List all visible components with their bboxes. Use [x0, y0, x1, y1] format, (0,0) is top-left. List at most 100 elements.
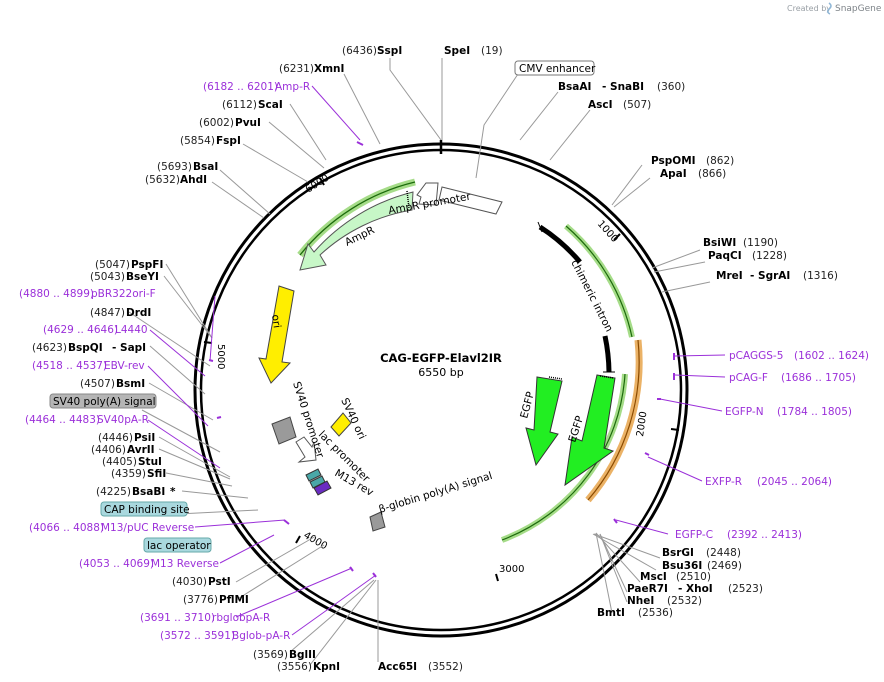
psti-site[interactable]: PstI [208, 576, 231, 588]
lac-promoter-arrow[interactable] [295, 436, 317, 463]
plasmid-name: CAG-EGFP-Elavl2IR [380, 351, 502, 365]
pbr322-primer[interactable]: pBR322ori-F [91, 288, 156, 300]
msci-position: (2510) [676, 571, 711, 583]
psii-site[interactable]: PsiI [134, 432, 155, 444]
cap-binding-site-box[interactable] [305, 468, 322, 482]
egfpc-primer[interactable]: EGFP-C [675, 529, 713, 541]
ebvrev-primer[interactable]: EBV-rev [104, 360, 145, 372]
pbr322-position: (4880 .. 4899) [19, 288, 94, 300]
psii-position: (4446) [98, 432, 133, 444]
bmti-site[interactable]: BmtI [597, 607, 625, 619]
bglii-site[interactable]: BglII [289, 649, 316, 661]
xmni-site[interactable]: XmnI [314, 63, 344, 75]
drdi-site[interactable]: DrdI [126, 307, 151, 319]
egfpc-position: (2392 .. 2413) [727, 529, 802, 541]
paer7i-site[interactable]: PaeR7I [627, 583, 668, 595]
svg-text:5000: 5000 [215, 344, 226, 369]
bsu36i-site[interactable]: Bsu36I [662, 560, 702, 572]
spei-position: (19) [481, 45, 503, 57]
kpni-site[interactable]: KpnI [313, 661, 340, 673]
apai-site[interactable]: ApaI [660, 168, 687, 180]
chimeric-intron-bar-2 [602, 335, 612, 373]
scai-site[interactable]: ScaI [258, 99, 283, 111]
pspfi-site[interactable]: PspFI [131, 259, 163, 271]
sv40par-position: (4464 .. 4483) [25, 414, 100, 426]
connector-lines [128, 58, 711, 666]
m13-rev-box[interactable] [313, 480, 332, 496]
cmv-enhancer-box[interactable] [514, 60, 595, 76]
avrii-site[interactable]: AvrII [127, 444, 155, 456]
asci-site[interactable]: AscI [588, 99, 613, 111]
egfp-arrow-small[interactable] [525, 376, 563, 467]
pspfi-position: (5047) [95, 259, 130, 271]
bsai-site[interactable]: BsaI [193, 161, 218, 173]
sv40par-primer[interactable]: SV40pA-R [97, 414, 149, 426]
m13puc-position: (4066 .. 4088) [29, 522, 104, 534]
spei-site[interactable]: SpeI [444, 45, 470, 57]
exfpr-primer[interactable]: EXFP-R [705, 476, 742, 488]
created-by-label: Created by [787, 4, 831, 13]
cmv-enhancer-feature[interactable] [438, 186, 503, 215]
snabi-site[interactable]: - SnaBI [602, 81, 644, 93]
xhoi-site[interactable]: - XhoI [678, 583, 713, 595]
xmni-position: (6231) [279, 63, 314, 75]
mrei-site[interactable]: MreI [716, 270, 743, 282]
nhei-position: (2532) [667, 595, 702, 607]
sv40-ori-box[interactable] [330, 412, 352, 437]
avrii-position: (4406) [91, 444, 126, 456]
ampr-primer[interactable]: Amp-R [275, 81, 310, 93]
beta-globin-polya-box[interactable] [369, 511, 386, 532]
m13rev-position: (4053 .. 4069) [79, 558, 154, 570]
acc65i-site[interactable]: Acc65I [378, 661, 417, 673]
tick-1000: 1000 [595, 219, 621, 245]
bsmi-site[interactable]: BsmI [116, 378, 145, 390]
l4440-primer[interactable]: L4440 [115, 324, 148, 336]
bsrgi-site[interactable]: BsrGI [662, 547, 694, 559]
sspi-site[interactable]: SspI [377, 45, 402, 57]
bsaai-site[interactable]: BsaAI [558, 81, 591, 93]
egfpn-primer[interactable]: EGFP-N [725, 406, 764, 418]
sv40-promoter-box[interactable] [271, 416, 297, 445]
fspi-site[interactable]: FspI [216, 135, 241, 147]
sv40-polya-box[interactable] [49, 393, 157, 409]
ampr-promoter-arrow[interactable] [416, 182, 439, 206]
apai-position: (866) [698, 168, 726, 180]
nhei-site[interactable]: NheI [627, 595, 654, 607]
ahdi-site[interactable]: AhdI [180, 174, 207, 186]
m13rev-primer[interactable]: M13 Reverse [151, 558, 219, 570]
acc65i-position: (3552) [428, 661, 463, 673]
m13puc-primer[interactable]: M13/pUC Reverse [101, 522, 194, 534]
pvui-site[interactable]: PvuI [235, 117, 261, 129]
beta-globin-label: β-globin poly(A) signal [377, 470, 493, 516]
pspomi-position: (862) [706, 155, 734, 167]
ampr-arrow[interactable] [299, 191, 414, 271]
sapi-site[interactable]: - SapI [112, 342, 146, 354]
snapgene-brand[interactable]: SnapGene [835, 4, 882, 14]
drdi-position: (4847) [90, 307, 125, 319]
bglob-primer[interactable]: Bglob-pA-R [232, 630, 290, 642]
cmv-enhancer-label: CMV enhancer [519, 63, 596, 75]
pflmi-site[interactable]: PflMI [219, 594, 249, 606]
pcagf-primer[interactable]: pCAG-F [729, 372, 768, 384]
ori-label: ori [269, 314, 283, 329]
egfp-label-1: EGFP [518, 390, 537, 419]
rbglob-primer[interactable]: rbglobpA-R [212, 612, 270, 624]
sfii-site[interactable]: SfiI [147, 468, 166, 480]
msci-site[interactable]: MscI [640, 571, 667, 583]
chimeric-intron-bar-1 [538, 224, 582, 264]
bsiwi-site[interactable]: BsiWI [703, 237, 736, 249]
ori-arrow[interactable] [258, 285, 295, 384]
lac-operator-tag[interactable] [143, 537, 212, 553]
paqci-site[interactable]: PaqCI [708, 250, 742, 262]
bseyi-site[interactable]: BseYI [126, 271, 159, 283]
asci-position: (507) [623, 99, 651, 111]
bmti-position: (2536) [638, 607, 673, 619]
cap-binding-site-tag[interactable] [100, 501, 188, 517]
egfp-arrow-large[interactable] [564, 374, 616, 487]
pcaggs5-primer[interactable]: pCAGGS-5 [729, 350, 783, 362]
stui-site[interactable]: StuI [138, 456, 162, 468]
sgrai-site[interactable]: - SgrAI [750, 270, 790, 282]
pspomi-site[interactable]: PspOMI [651, 155, 696, 167]
bspqi-site[interactable]: BspQI [68, 342, 103, 354]
bsabi-site[interactable]: BsaBI [132, 486, 165, 498]
